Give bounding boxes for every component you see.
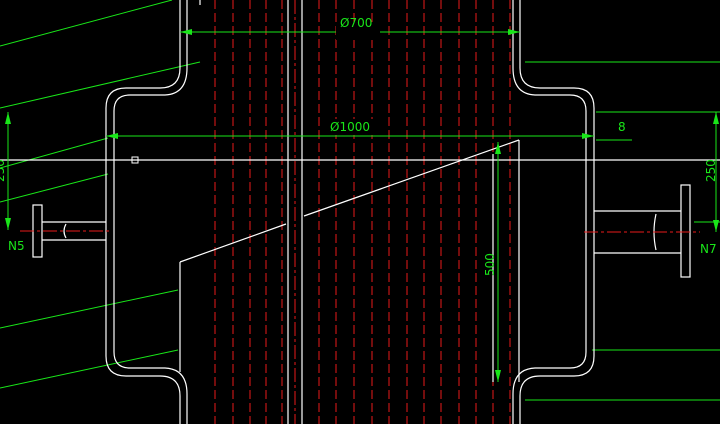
label-height: 500 xyxy=(483,253,497,276)
label-top-diameter: Ø700 xyxy=(340,16,372,30)
dim-height: 500 xyxy=(483,142,501,382)
label-nozzle-n5: N5 xyxy=(8,239,25,253)
dim-top-diameter: Ø700 xyxy=(180,16,520,40)
label-main-diameter: Ø1000 xyxy=(330,120,370,134)
leader-lines xyxy=(0,0,720,401)
vessel-shell xyxy=(105,0,595,424)
dim-main-diameter: Ø1000 8 xyxy=(106,119,626,139)
label-left-nozzle-height: 250 xyxy=(0,159,7,182)
label-right-nozzle-height: 250 xyxy=(704,159,718,182)
nozzle-n7: 250 N7 xyxy=(584,112,719,278)
tube-lines xyxy=(214,0,511,424)
centre-tube xyxy=(287,0,303,424)
label-offset-8: 8 xyxy=(618,120,626,134)
nozzle-n5: 250 N5 xyxy=(0,112,110,258)
baffle-plate xyxy=(179,139,520,382)
label-nozzle-n7: N7 xyxy=(700,242,717,256)
grip-marker xyxy=(131,156,139,164)
